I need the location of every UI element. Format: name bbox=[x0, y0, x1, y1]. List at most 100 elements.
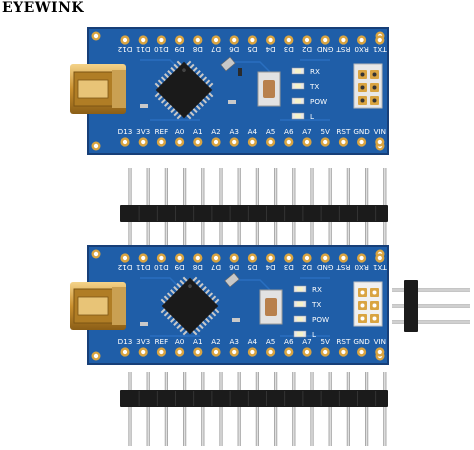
header-pin bbox=[392, 320, 470, 324]
pin-label-a3: A3 bbox=[229, 127, 239, 136]
pin-label-vin: VIN bbox=[374, 337, 386, 346]
pin-label-a5: A5 bbox=[266, 127, 276, 136]
pin-label-d5: D5 bbox=[247, 45, 257, 54]
usb-mini-connector bbox=[70, 64, 126, 114]
pin-label-a2: A2 bbox=[211, 337, 221, 346]
pin-label-rst: RST bbox=[336, 45, 351, 54]
pin-label-a5: A5 bbox=[266, 337, 276, 346]
pin-label-a1: A1 bbox=[193, 337, 203, 346]
usb-mini-connector bbox=[70, 282, 126, 330]
header-pin bbox=[183, 372, 187, 446]
pin-label-gnd: GND bbox=[316, 263, 333, 272]
header-pin bbox=[310, 372, 314, 446]
pin-label-d13: D13 bbox=[118, 337, 133, 346]
pin-label-3v3: 3V3 bbox=[136, 127, 150, 136]
pcb bbox=[88, 246, 388, 364]
pin-label-d12: D12 bbox=[118, 263, 133, 272]
pin-label-a3: A3 bbox=[229, 337, 239, 346]
pin-label-d8: D8 bbox=[192, 263, 203, 272]
crystal bbox=[220, 56, 236, 72]
pin-label-tx1: TX1 bbox=[373, 263, 388, 272]
led-label-rx: RX bbox=[312, 285, 322, 294]
pin-label-a0: A0 bbox=[175, 127, 185, 136]
pin-label-d3: D3 bbox=[284, 263, 294, 272]
header-pin bbox=[219, 372, 223, 446]
header-pin bbox=[255, 372, 259, 446]
pin-header-strip-1 bbox=[120, 168, 388, 245]
pin-label-d10: D10 bbox=[154, 263, 169, 272]
bottom-pin-pads bbox=[120, 347, 385, 357]
pin-label-gnd: GND bbox=[353, 337, 370, 346]
pin-label-rx0: RX0 bbox=[354, 45, 369, 54]
pin-label-d11: D11 bbox=[136, 263, 151, 272]
pin-label-d6: D6 bbox=[229, 45, 240, 54]
led-label-rx: RX bbox=[310, 67, 320, 76]
top-pin-pads bbox=[120, 35, 385, 45]
bottom-pin-pads bbox=[120, 137, 385, 147]
crystal bbox=[224, 272, 240, 288]
led-label-pow: POW bbox=[312, 315, 329, 324]
reset-button bbox=[257, 71, 281, 107]
led-label-tx: TX bbox=[311, 300, 321, 309]
header-pin bbox=[128, 372, 132, 446]
pin-label-a7: A7 bbox=[302, 337, 312, 346]
pin-label-rst: RST bbox=[336, 263, 351, 272]
status-leds: RX TX POW L bbox=[293, 285, 329, 339]
header-pin bbox=[365, 372, 369, 446]
pin-label-rx0: RX0 bbox=[354, 263, 369, 272]
pin-label-d2: D2 bbox=[302, 263, 312, 272]
top-pin-pads bbox=[120, 253, 385, 263]
header-pin bbox=[328, 372, 332, 446]
mcu-chip bbox=[154, 60, 214, 120]
header-pin bbox=[274, 372, 278, 446]
header-pin bbox=[164, 372, 168, 446]
pin-label-d8: D8 bbox=[192, 45, 203, 54]
led-label-l: L bbox=[312, 330, 316, 339]
icsp-header bbox=[353, 63, 383, 109]
pin-header-strip-2 bbox=[120, 372, 388, 446]
reset-button bbox=[259, 289, 283, 325]
pin-label-a4: A4 bbox=[248, 337, 258, 346]
pin-label-d3: D3 bbox=[284, 45, 294, 54]
pin-label-d10: D10 bbox=[154, 45, 169, 54]
pin-label-d4: D4 bbox=[265, 45, 276, 54]
header-pin bbox=[383, 372, 387, 446]
pin-label-d6: D6 bbox=[229, 263, 240, 272]
pin-label-gnd: GND bbox=[316, 45, 333, 54]
led-label-tx: TX bbox=[309, 82, 319, 91]
header-pin bbox=[146, 372, 150, 446]
brand-watermark: EYEWINK bbox=[2, 0, 85, 16]
pin-label-ref: REF bbox=[155, 127, 169, 136]
header-pin bbox=[392, 288, 470, 292]
header-pin bbox=[392, 304, 470, 308]
pin-label-5v: 5V bbox=[320, 337, 330, 346]
pin-label-tx1: TX1 bbox=[373, 45, 388, 54]
pin-label-rst: RST bbox=[336, 337, 351, 346]
pin-label-a0: A0 bbox=[175, 337, 185, 346]
led-label-pow: POW bbox=[310, 97, 327, 106]
pin-label-3v3: 3V3 bbox=[136, 337, 150, 346]
pin-label-gnd: GND bbox=[353, 127, 370, 136]
pin-label-a2: A2 bbox=[211, 127, 221, 136]
pin-label-d5: D5 bbox=[247, 263, 257, 272]
pin-label-a7: A7 bbox=[302, 127, 312, 136]
header-pin bbox=[201, 372, 205, 446]
pin-label-d9: D9 bbox=[174, 45, 185, 54]
icsp-pin-header bbox=[392, 280, 470, 332]
pin-label-d9: D9 bbox=[174, 263, 185, 272]
pin-label-d11: D11 bbox=[136, 45, 151, 54]
pin-label-ref: REF bbox=[155, 337, 169, 346]
pin-label-d13: D13 bbox=[118, 127, 133, 136]
pin-label-a1: A1 bbox=[193, 127, 203, 136]
icsp-pads bbox=[353, 281, 383, 327]
header-pin bbox=[346, 372, 350, 446]
pin-label-a4: A4 bbox=[248, 127, 258, 136]
pin-label-d7: D7 bbox=[211, 263, 221, 272]
pin-label-rst: RST bbox=[336, 127, 351, 136]
